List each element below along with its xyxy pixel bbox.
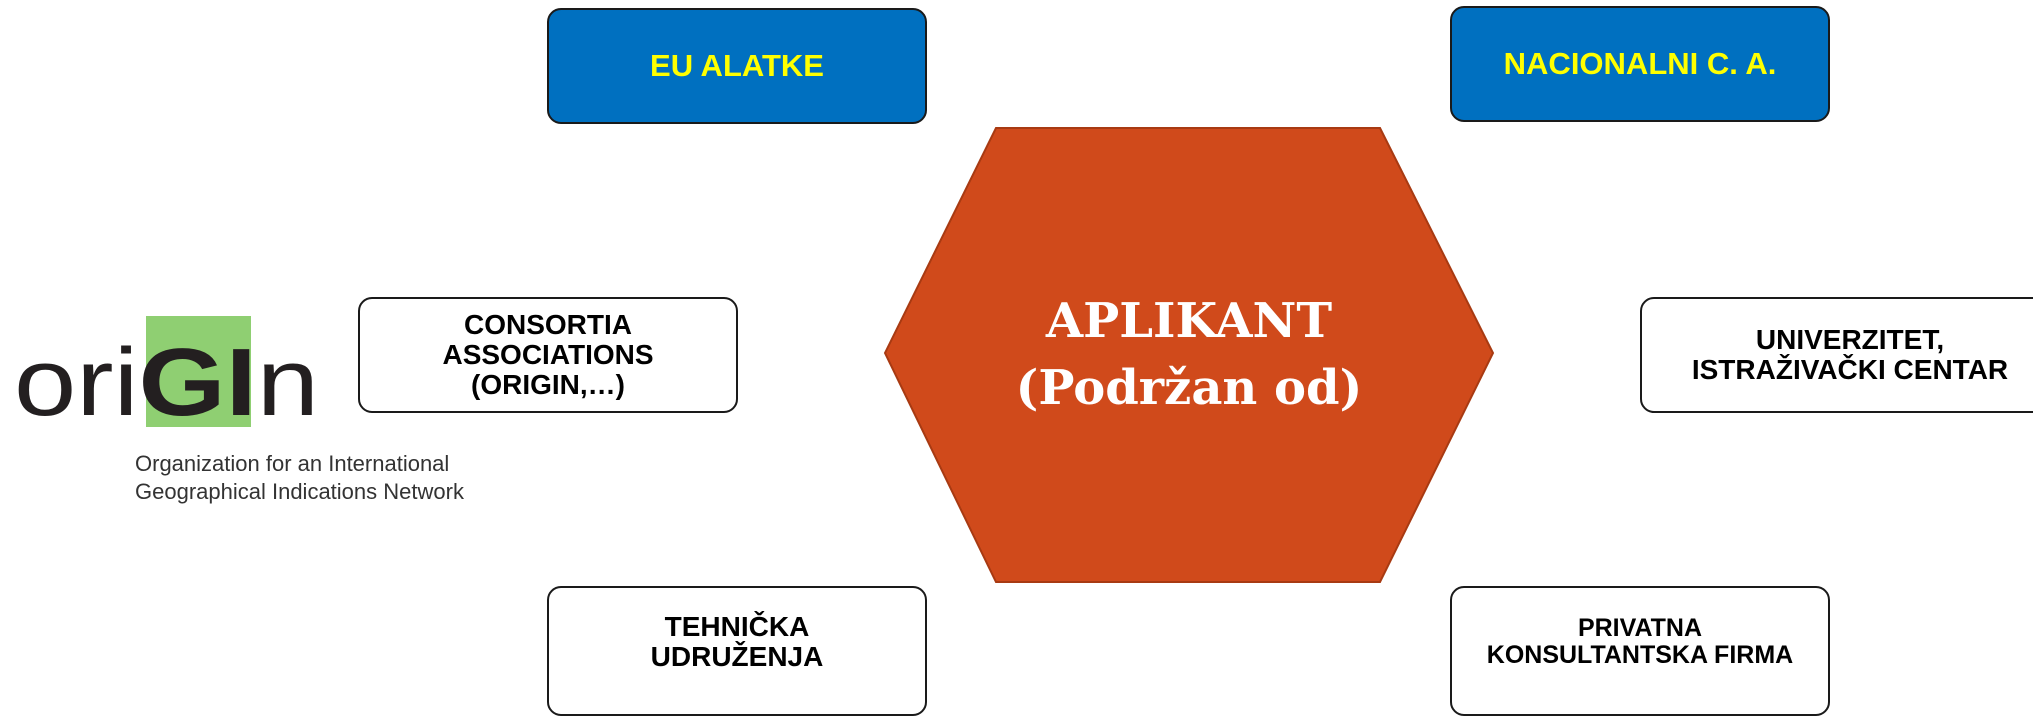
univerzitet-line-2: ISTRAŽIVAČKI CENTAR xyxy=(1691,354,2009,385)
hexagon-shape xyxy=(883,127,1495,583)
aplikant-line-2: (Podržan od) xyxy=(1015,360,1363,416)
aplikant-label: APLIKANT (Podržan od) xyxy=(883,126,1495,584)
univerzitet-box: UNIVERZITET, ISTRAŽIVAČKI CENTAR xyxy=(1640,297,2033,413)
logo-subtitle-line-1: Organization for an International xyxy=(135,451,450,476)
nacionalni-label: NACIONALNI C. A. xyxy=(1503,46,1777,81)
aplikant-hexagon xyxy=(883,127,1495,583)
tehnicka-line-2: UDRUŽENJA xyxy=(650,641,824,672)
consortia-line-3: (ORIGIN,…) xyxy=(471,369,625,401)
consortia-line-1: CONSORTIA xyxy=(464,308,632,340)
eu-alatke-label: EU ALATKE xyxy=(650,48,824,83)
aplikant-line-1: APLIKANT xyxy=(1045,292,1333,349)
privatna-line-2: KONSULTANTSKA FIRMA xyxy=(1486,641,1794,669)
tehnicka-line-1: TEHNIČKA xyxy=(664,610,810,642)
privatna-line-1: PRIVATNA xyxy=(1577,614,1703,642)
tehnicka-box: TEHNIČKA UDRUŽENJA xyxy=(547,586,927,716)
consortia-box: CONSORTIA ASSOCIATIONS (ORIGIN,…) xyxy=(358,297,738,413)
consortia-line-2: ASSOCIATIONS xyxy=(442,338,654,370)
eu-alatke-box: EU ALATKE xyxy=(547,8,927,124)
univerzitet-line-1: UNIVERZITET, xyxy=(1755,323,1945,355)
nacionalni-box: NACIONALNI C. A. xyxy=(1450,6,1830,122)
logo-green-square xyxy=(146,316,251,427)
logo-subtitle-line-2: Geographical Indications Network xyxy=(135,479,464,504)
privatna-box: PRIVATNA KONSULTANTSKA FIRMA xyxy=(1450,586,1830,716)
